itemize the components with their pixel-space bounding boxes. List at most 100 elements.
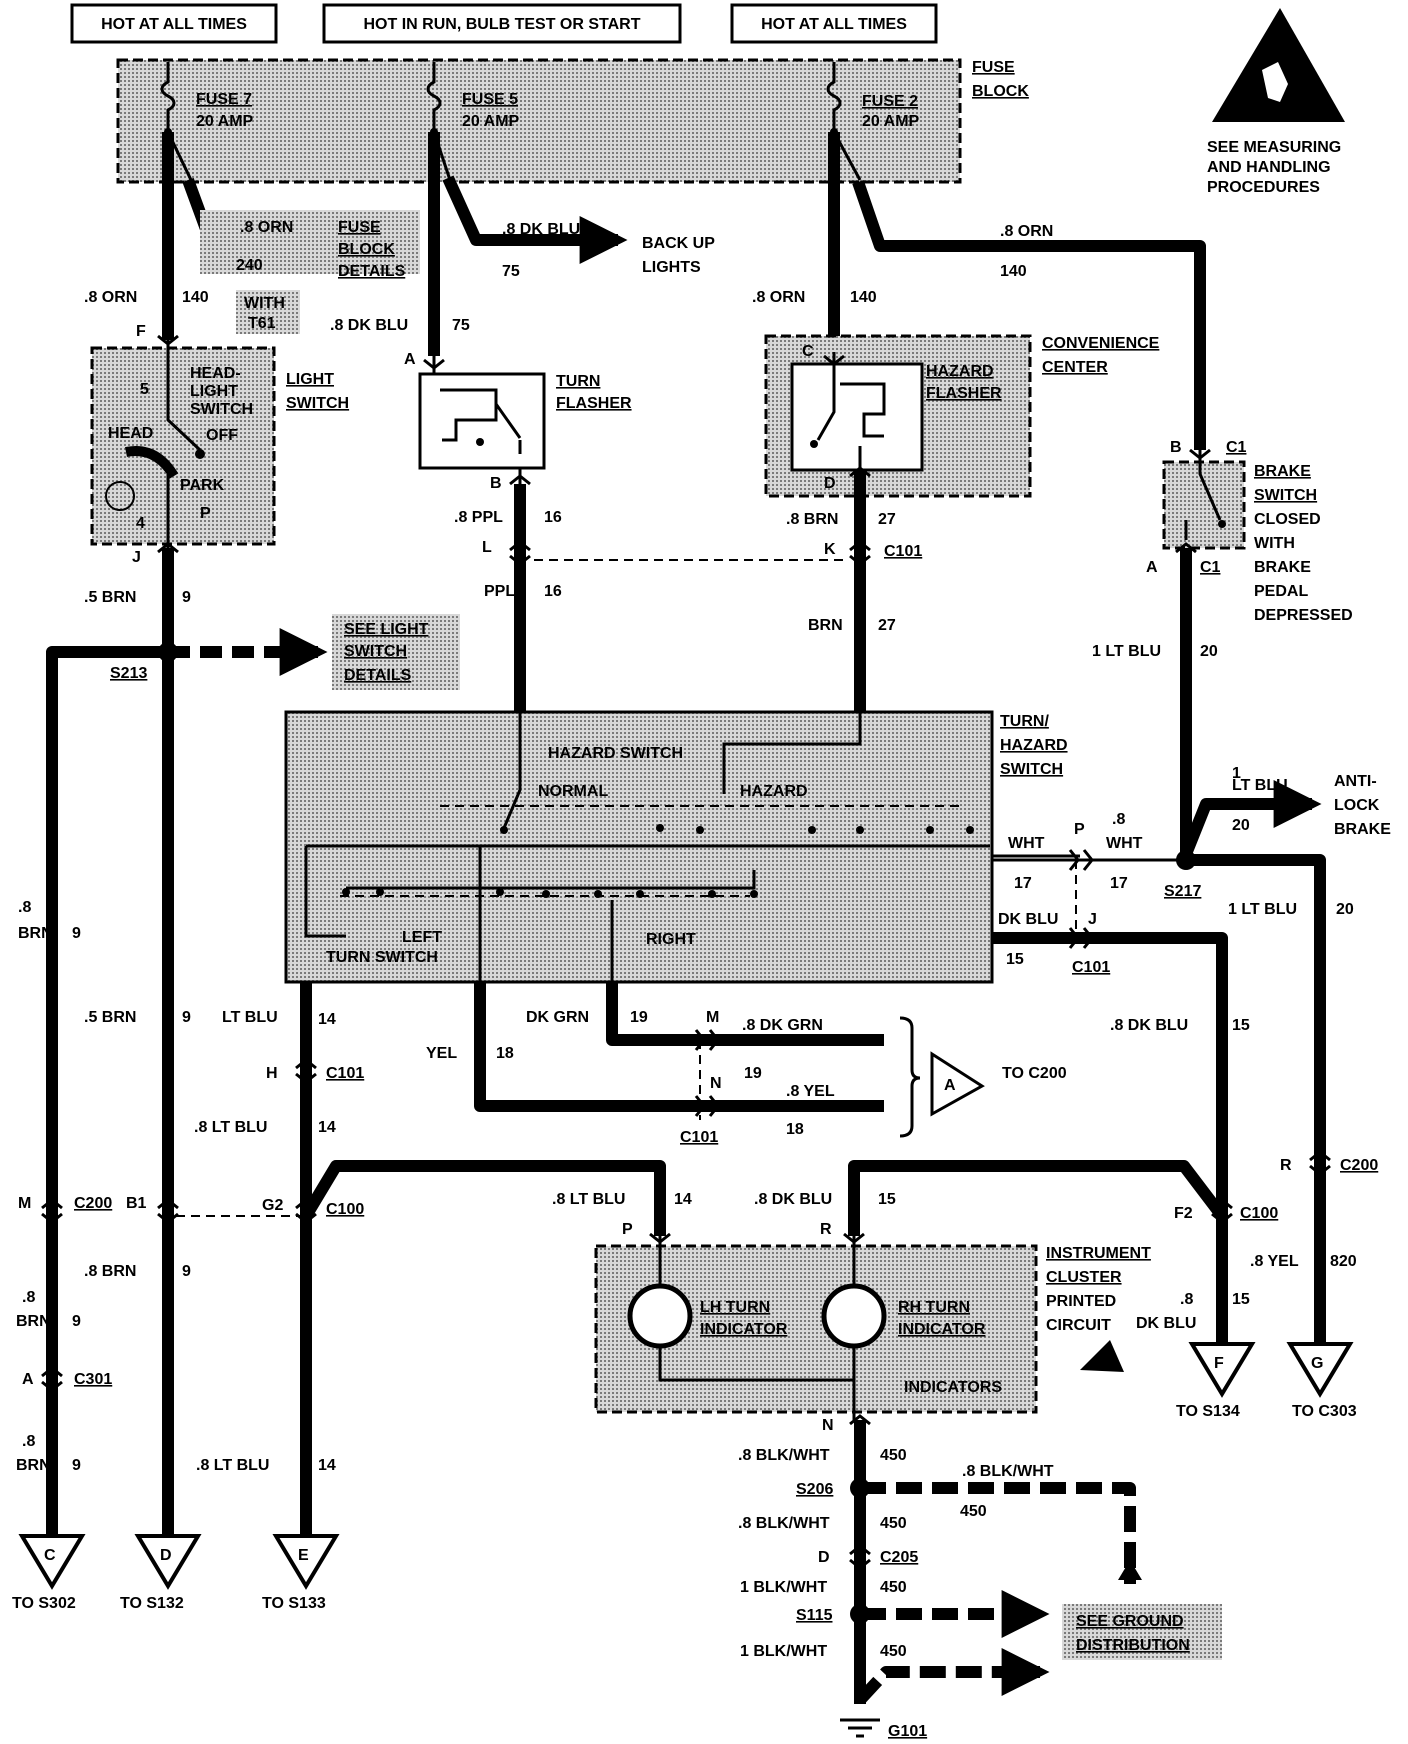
svg-text:RIGHT: RIGHT [646, 931, 696, 948]
svg-text:J: J [1088, 911, 1097, 928]
svg-text:INDICATOR: INDICATOR [700, 1321, 788, 1338]
svg-text:DETAILS: DETAILS [338, 263, 406, 280]
svg-text:SWITCH: SWITCH [190, 401, 253, 418]
svg-text:SEE GROUND: SEE GROUND [1076, 1613, 1184, 1630]
terminal-d [134, 1534, 202, 1590]
svg-text:F: F [1214, 1355, 1224, 1372]
terminal-f [1188, 1342, 1256, 1398]
svg-text:27: 27 [878, 511, 896, 528]
svg-text:.8 LT BLU: .8 LT BLU [552, 1191, 625, 1208]
svg-text:TURN SWITCH: TURN SWITCH [326, 949, 438, 966]
svg-text:15: 15 [1232, 1017, 1250, 1034]
light-switch-details-callout: SEE LIGHT SWITCH DETAILS [332, 614, 460, 690]
svg-text:TURN: TURN [556, 373, 600, 390]
svg-text:PROCEDURES: PROCEDURES [1207, 179, 1320, 196]
svg-text:CLOSED: CLOSED [1254, 511, 1321, 528]
svg-text:A: A [1146, 559, 1158, 576]
svg-text:WHT: WHT [1008, 835, 1045, 852]
svg-text:INDICATORS: INDICATORS [904, 1379, 1002, 1396]
svg-text:INSTRUMENT: INSTRUMENT [1046, 1245, 1151, 1262]
svg-text:9: 9 [72, 1313, 81, 1330]
supply-labels: HOT AT ALL TIMES HOT IN RUN, BULB TEST O… [70, 3, 938, 44]
svg-text:SWITCH: SWITCH [1254, 487, 1317, 504]
svg-text:DK GRN: DK GRN [526, 1009, 589, 1026]
svg-text:BLOCK: BLOCK [338, 241, 395, 258]
svg-text:H: H [266, 1065, 278, 1082]
svg-text:9: 9 [182, 1009, 191, 1026]
svg-text:TO S132: TO S132 [120, 1595, 184, 1612]
svg-text:240: 240 [236, 257, 263, 274]
svg-text:450: 450 [880, 1643, 907, 1660]
svg-text:LEFT: LEFT [402, 929, 442, 946]
svg-text:.8: .8 [22, 1289, 35, 1306]
svg-text:.8 BLK/WHT: .8 BLK/WHT [962, 1463, 1054, 1480]
svg-text:TO S133: TO S133 [262, 1595, 326, 1612]
fuse-7-element [160, 62, 194, 183]
svg-text:R: R [1280, 1157, 1292, 1174]
svg-text:C101: C101 [326, 1065, 364, 1082]
svg-text:PRINTED: PRINTED [1046, 1293, 1116, 1310]
c200-reference: A TO C200 [899, 1016, 1067, 1138]
svg-text:.8 LT BLU: .8 LT BLU [196, 1457, 269, 1474]
svg-text:DK BLU: DK BLU [1136, 1315, 1196, 1332]
svg-text:C100: C100 [1240, 1205, 1278, 1222]
svg-text:N: N [822, 1417, 834, 1434]
svg-text:P: P [200, 505, 211, 522]
svg-text:BRAKE: BRAKE [1254, 559, 1311, 576]
svg-text:9: 9 [182, 589, 191, 606]
svg-text:G: G [1311, 1355, 1323, 1372]
svg-text:G2: G2 [262, 1197, 283, 1214]
svg-text:.8: .8 [1180, 1291, 1193, 1308]
c200-c100-row [176, 1160, 1227, 1236]
svg-text:INDICATOR: INDICATOR [898, 1321, 986, 1338]
svg-text:SWITCH: SWITCH [344, 643, 407, 660]
svg-text:FUSE: FUSE [972, 59, 1015, 76]
svg-text:.8 ORN: .8 ORN [240, 219, 293, 236]
svg-text:WITH: WITH [244, 295, 285, 312]
svg-text:D: D [818, 1549, 830, 1566]
light-switch: F LIGHT SWITCH HEAD- LIGHT SWITCH 5 HEAD… [90, 323, 349, 566]
svg-text:15: 15 [1006, 951, 1024, 968]
svg-text:BRAKE: BRAKE [1254, 463, 1311, 480]
svg-text:AND HANDLING: AND HANDLING [1207, 159, 1331, 176]
svg-text:CONVENIENCE: CONVENIENCE [1042, 335, 1160, 352]
svg-text:T61: T61 [248, 315, 276, 332]
svg-text:TO C303: TO C303 [1292, 1403, 1357, 1420]
lower-wiring [300, 860, 1077, 1536]
hot-right-label: HOT AT ALL TIMES [761, 16, 907, 33]
svg-text:FUSE: FUSE [338, 219, 381, 236]
svg-text:L: L [482, 539, 492, 556]
svg-text:FUSE 2: FUSE 2 [862, 93, 918, 110]
svg-text:HEAD: HEAD [108, 425, 153, 442]
svg-text:C1: C1 [1200, 559, 1221, 576]
svg-text:1: 1 [1232, 765, 1241, 782]
svg-text:27: 27 [878, 617, 896, 634]
svg-text:LIGHTS: LIGHTS [642, 259, 701, 276]
svg-text:BRAKE: BRAKE [1334, 821, 1391, 838]
svg-text:.8 DK BLU: .8 DK BLU [502, 221, 580, 238]
svg-text:.8 BRN: .8 BRN [84, 1263, 136, 1280]
svg-text:.8 DK BLU: .8 DK BLU [754, 1191, 832, 1208]
svg-text:BRN: BRN [16, 1313, 51, 1330]
svg-text:450: 450 [880, 1579, 907, 1596]
svg-text:17: 17 [1110, 875, 1128, 892]
svg-text:.8: .8 [1112, 811, 1125, 828]
svg-text:C301: C301 [74, 1371, 112, 1388]
svg-text:.8 BRN: .8 BRN [786, 511, 838, 528]
svg-text:DEPRESSED: DEPRESSED [1254, 607, 1353, 624]
svg-text:C200: C200 [1340, 1157, 1378, 1174]
svg-text:LH TURN: LH TURN [700, 1299, 770, 1316]
svg-text:FUSE 7: FUSE 7 [196, 91, 252, 108]
svg-text:PARK: PARK [180, 477, 225, 494]
svg-text:A: A [22, 1371, 34, 1388]
terminal-g [1286, 1342, 1354, 1398]
svg-text:1 BLK/WHT: 1 BLK/WHT [740, 1579, 827, 1596]
fuse-5-element [426, 62, 452, 181]
esd-warning: SEE MEASURING AND HANDLING PROCEDURES [1207, 8, 1345, 196]
svg-text:14: 14 [674, 1191, 692, 1208]
instrument-cluster: P R LH TURN INDICATOR RH TURN INDICATOR … [594, 1221, 1151, 1420]
svg-text:S115: S115 [796, 1607, 833, 1624]
svg-text:E: E [298, 1547, 309, 1564]
svg-text:18: 18 [496, 1045, 514, 1062]
svg-text:20: 20 [1336, 901, 1354, 918]
